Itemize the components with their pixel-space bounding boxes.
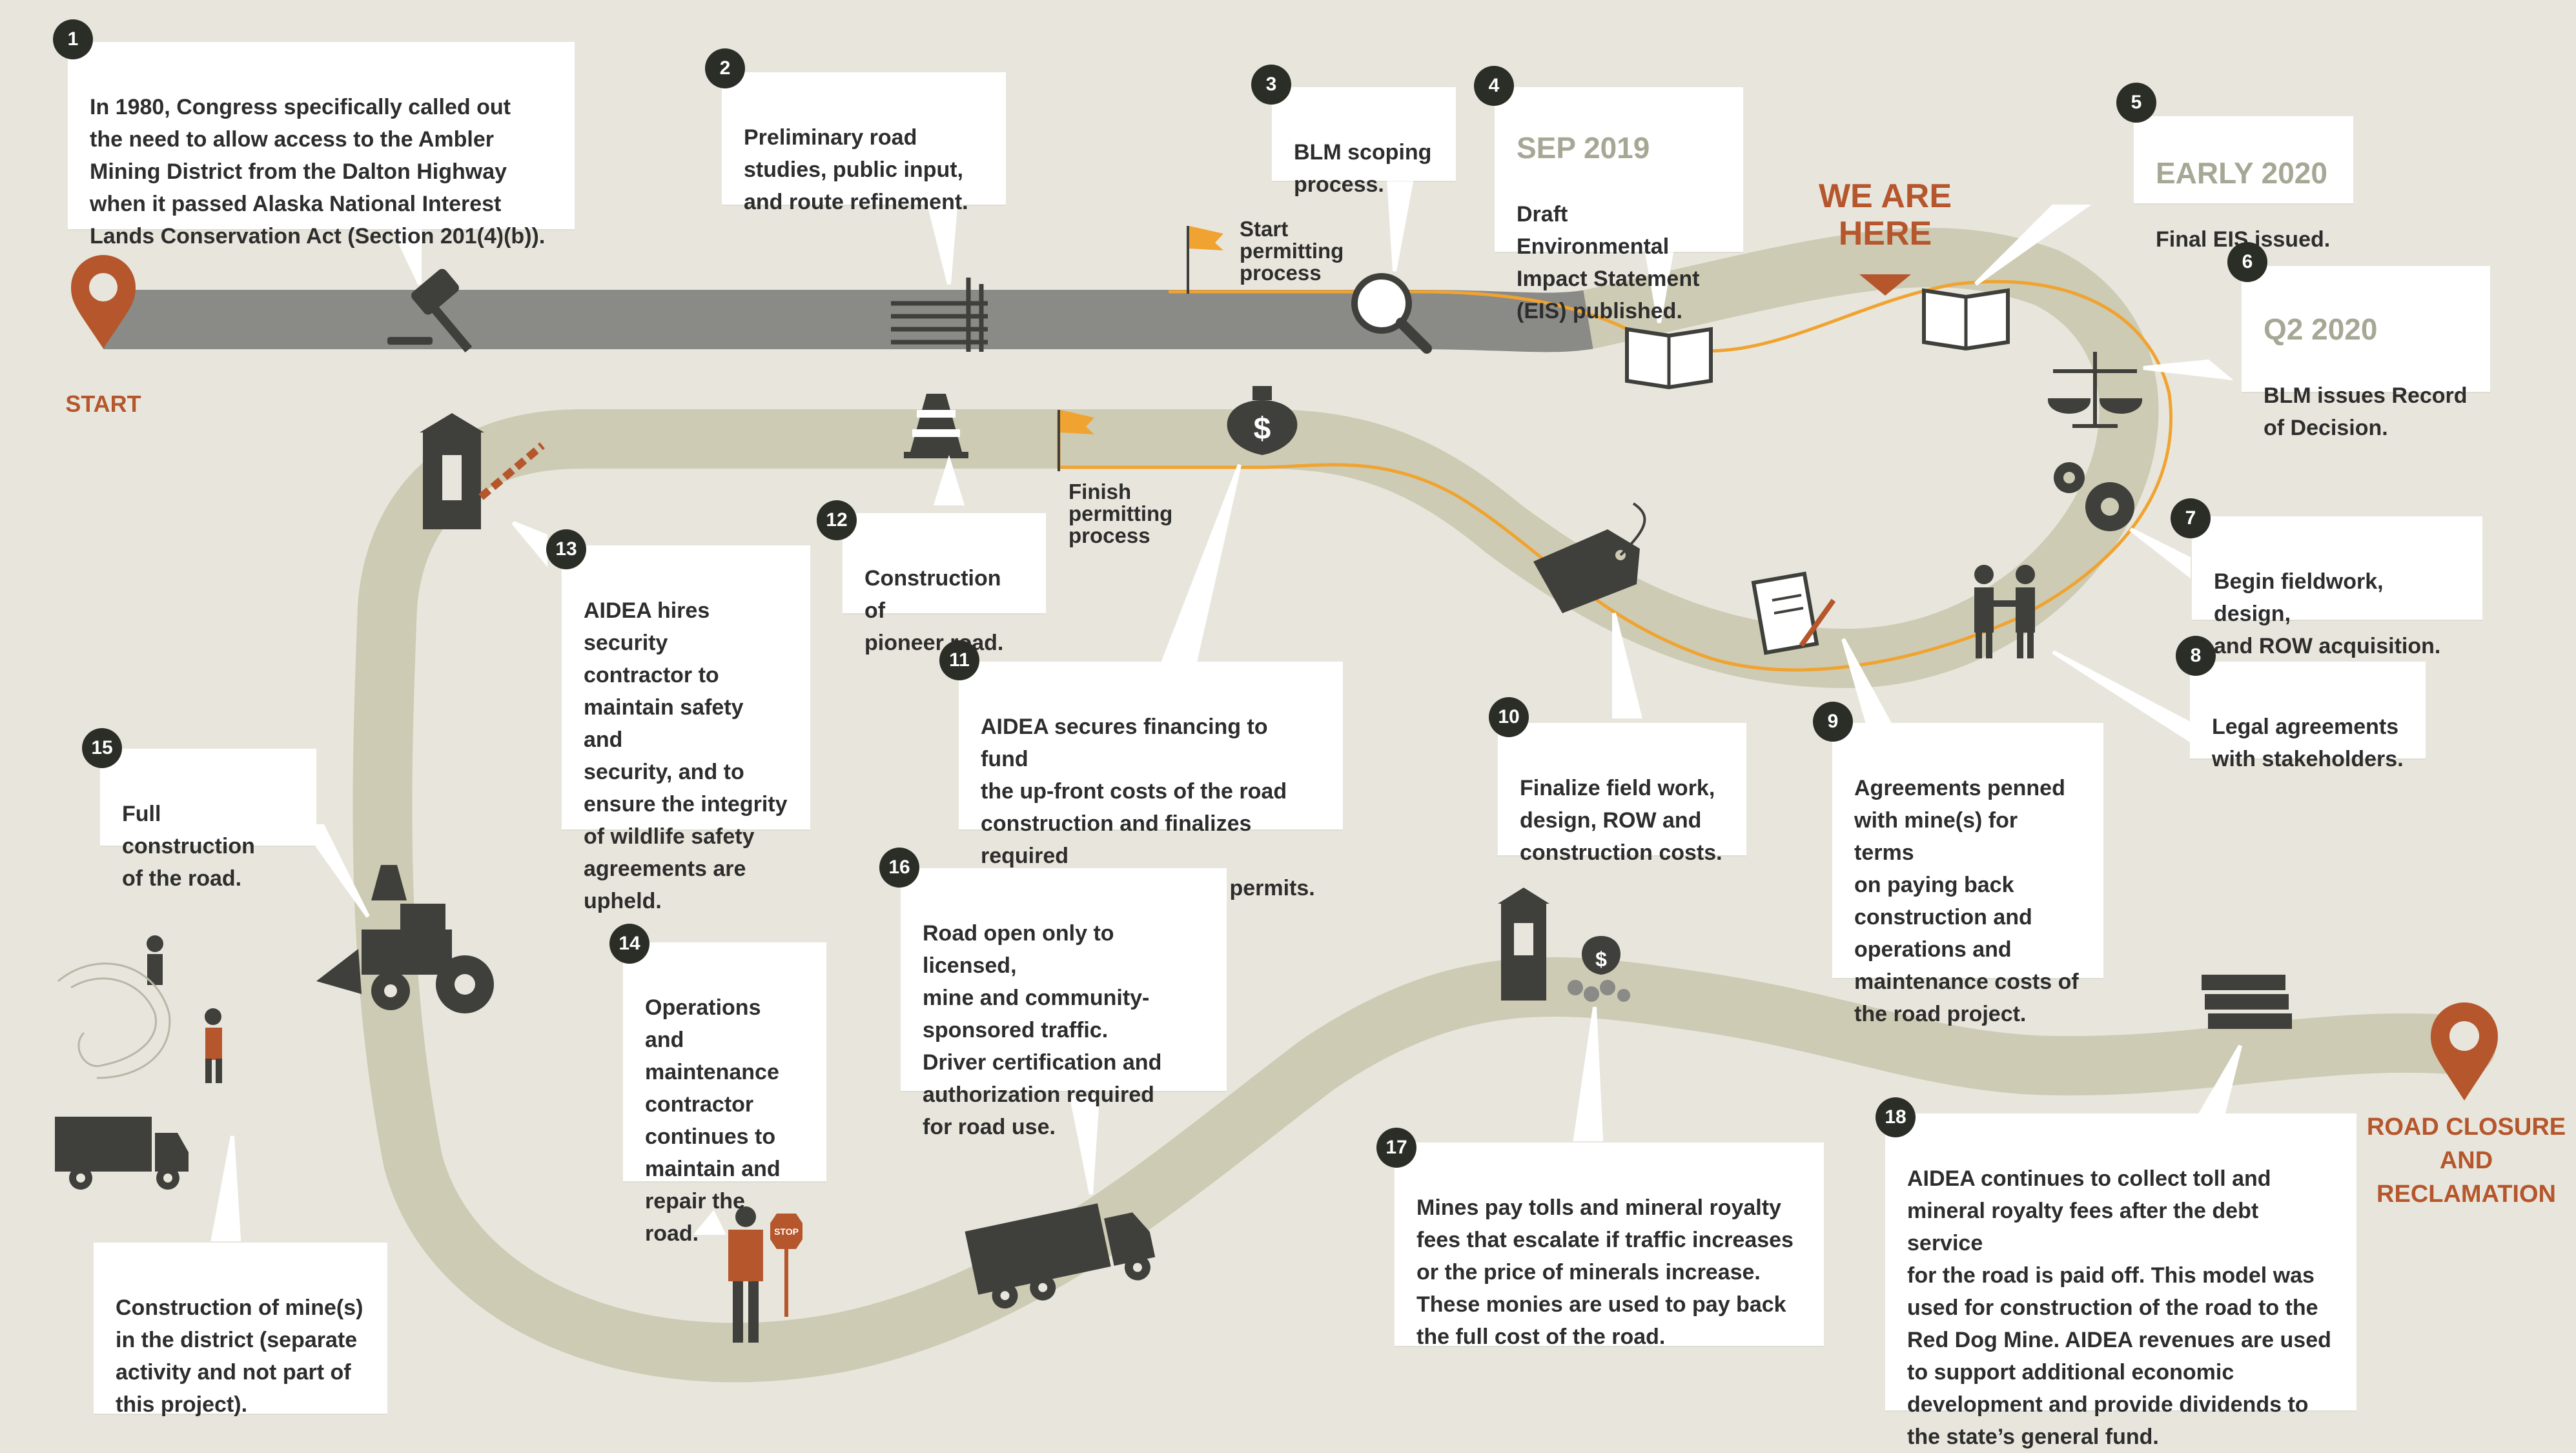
handshake-icon <box>1974 565 2035 658</box>
step-3-text: BLM scoping process. <box>1294 140 1432 197</box>
step-12-box: Construction of pioneer road. <box>843 513 1046 655</box>
traffic-cone-icon <box>904 394 968 458</box>
step-9-badge: 9 <box>1813 702 1853 742</box>
step-18-text: AIDEA continues to collect toll and mine… <box>1907 1166 2331 1449</box>
tractor-icon <box>316 865 494 1013</box>
step-17-badge: 17 <box>1376 1128 1416 1168</box>
price-tag-icon <box>1533 502 1646 613</box>
step-10-badge: 10 <box>1489 697 1529 737</box>
step-8-badge: 8 <box>2176 636 2216 676</box>
step-6-text: BLM issues Record of Decision. <box>2264 383 2468 440</box>
finish-permitting-label: Finish permitting process <box>1068 480 1173 547</box>
step-12-badge: 12 <box>817 500 857 540</box>
step-9-text: Agreements penned with mine(s) for terms… <box>1854 776 2079 1026</box>
cash-stack-icon <box>2202 975 2292 1029</box>
money-bag-icon: $ <box>1227 386 1298 455</box>
step-10-text: Finalize field work, design, ROW and con… <box>1520 776 1722 865</box>
callout-pointers <box>210 166 2242 1241</box>
scales-icon <box>2047 352 2143 428</box>
step-6-box: Q2 2020 BLM issues Record of Decision. <box>2242 266 2490 440</box>
toll-booth-icon: $ <box>1498 888 1630 1002</box>
step-1-text: In 1980, Congress specifically called ou… <box>90 95 546 249</box>
step-9-box: Agreements penned with mine(s) for terms… <box>1832 723 2103 1026</box>
step-2-box: Preliminary road studies, public input, … <box>722 72 1006 214</box>
open-book-icon <box>1625 327 1713 390</box>
start-label: START <box>65 391 141 417</box>
start-permitting-label: Start permitting process <box>1240 217 1344 285</box>
step-14-text: Operations and maintenance contractor co… <box>645 995 781 1246</box>
finish-flag-icon <box>1058 410 1094 471</box>
gavel-icon <box>387 269 473 352</box>
stop-sign-label: STOP <box>774 1226 799 1237</box>
step-18-badge: 18 <box>1876 1097 1916 1137</box>
step-1-badge: 1 <box>53 19 93 59</box>
step-12-text: Construction of pioneer road. <box>864 566 1004 655</box>
step-14-box: Operations and maintenance contractor co… <box>623 942 826 1246</box>
step-8-box: Legal agreements with stakeholders. <box>2190 662 2426 771</box>
step-15-badge: 15 <box>82 728 122 768</box>
step-4-box: SEP 2019 Draft Environmental Impact Stat… <box>1495 87 1743 323</box>
step-4-text: Draft Environmental Impact Statement (EI… <box>1517 202 1700 323</box>
step-10-box: Finalize field work, design, ROW and con… <box>1498 723 1746 865</box>
step-18-box: AIDEA continues to collect toll and mine… <box>1885 1113 2356 1449</box>
step-3-badge: 3 <box>1251 65 1291 105</box>
step-13-badge: 13 <box>546 529 586 569</box>
truck-icon <box>965 1203 1156 1309</box>
step-5-text: Final EIS issued. <box>2156 227 2331 252</box>
mine-note-text: Construction of mine(s) in the district … <box>116 1296 363 1417</box>
step-15-text: Full construction of the road. <box>122 802 255 891</box>
step-6-badge: 6 <box>2227 242 2267 282</box>
step-6-date: Q2 2020 <box>2264 312 2378 346</box>
start-flag-icon <box>1187 226 1223 294</box>
magnifier-icon <box>1351 273 1432 354</box>
step-5-date: EARLY 2020 <box>2156 156 2327 190</box>
step-1-box: In 1980, Congress specifically called ou… <box>68 42 575 249</box>
step-13-text: AIDEA hires security contractor to maint… <box>584 598 788 913</box>
start-pin-icon <box>71 255 136 349</box>
step-2-badge: 2 <box>705 48 745 88</box>
step-16-text: Road open only to licensed, mine and com… <box>923 921 1162 1139</box>
miners-icon <box>147 935 222 1083</box>
svg-text:$: $ <box>1254 412 1271 446</box>
end-label: ROAD CLOSURE AND RECLAMATION <box>2366 1113 2566 1208</box>
gears-icon <box>2054 462 2134 531</box>
end-pin-icon <box>2431 1002 2498 1101</box>
step-7-text: Begin fieldwork, design, and ROW acquisi… <box>2214 569 2441 658</box>
step-5-badge: 5 <box>2116 83 2156 123</box>
step-11-box: AIDEA secures financing to fund the up-f… <box>959 662 1343 900</box>
we-are-here-label: WE ARE HERE <box>1818 178 1952 252</box>
step-4-date: SEP 2019 <box>1517 131 1650 165</box>
step-13-box: AIDEA hires security contractor to maint… <box>562 545 810 913</box>
mine-truck-icon <box>55 1117 189 1190</box>
contract-icon <box>1751 571 1836 655</box>
step-16-badge: 16 <box>879 848 919 888</box>
step-8-text: Legal agreements with stakeholders. <box>2212 715 2404 771</box>
step-5-box: EARLY 2020 Final EIS issued. <box>2134 116 2353 252</box>
step-17-text: Mines pay tolls and mineral royalty fees… <box>1416 1195 1794 1349</box>
step-11-badge: 11 <box>939 640 979 680</box>
road-done-path <box>103 290 1593 352</box>
step-16-box: Road open only to licensed, mine and com… <box>901 868 1227 1139</box>
svg-text:$: $ <box>1595 948 1607 971</box>
mine-note-box: Construction of mine(s) in the district … <box>94 1243 387 1417</box>
route-arrows-icon <box>891 278 988 352</box>
step-2-text: Preliminary road studies, public input, … <box>744 125 968 214</box>
step-17-box: Mines pay tolls and mineral royalty fees… <box>1395 1143 1824 1349</box>
step-15-box: Full construction of the road. <box>100 749 316 891</box>
step-3-box: BLM scoping process. <box>1272 87 1456 197</box>
dust-cloud <box>57 962 171 1079</box>
step-7-box: Begin fieldwork, design, and ROW acquisi… <box>2192 516 2482 658</box>
we-are-here-arrow <box>1859 274 1911 296</box>
open-book-icon-2 <box>1922 288 2010 351</box>
step-14-badge: 14 <box>609 924 649 964</box>
flagger-icon: STOP <box>728 1206 802 1343</box>
step-7-badge: 7 <box>2171 498 2211 538</box>
step-4-badge: 4 <box>1474 66 1514 106</box>
gate-booth-icon <box>420 413 545 529</box>
